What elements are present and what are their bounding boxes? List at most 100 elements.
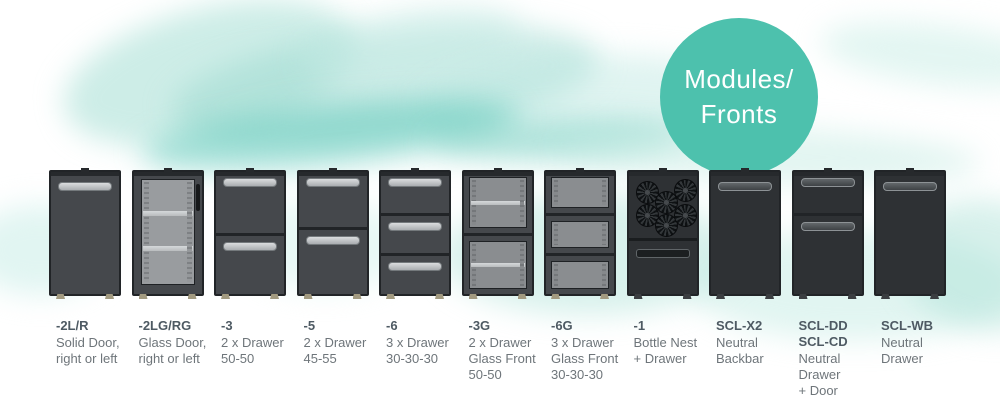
- module-code: -3G: [468, 318, 491, 333]
- glass-drawer-front: [546, 172, 614, 213]
- glass-drawer-pane: [551, 220, 609, 249]
- cabinet-foot: [600, 294, 609, 299]
- glass-drawer-front: [464, 172, 532, 233]
- module-description: 3 x Drawer Glass Front 30-30-30: [551, 335, 619, 382]
- background-wash: [817, 10, 1000, 100]
- module-code: -6G: [551, 318, 573, 333]
- module-description: Solid Door, right or left: [56, 335, 120, 366]
- glass-drawer-pane: [551, 261, 609, 289]
- shelf-line: [470, 200, 525, 205]
- nest-drawer-front: [628, 238, 697, 294]
- drawer-handle-bar: [223, 242, 277, 251]
- module-description: 2 x Drawer 50-50: [221, 335, 284, 366]
- background-wash: [429, 115, 691, 165]
- module-code: -2L/R: [56, 318, 89, 333]
- module-label: -6 3 x Drawer 30-30-30: [375, 318, 476, 367]
- module-code: -6: [386, 318, 398, 333]
- module-code: SCL-WB: [881, 318, 933, 333]
- drawer-handle-bar: [388, 262, 442, 272]
- cabinet-foot: [56, 294, 65, 299]
- glass-drawer-front: [546, 212, 614, 254]
- shelf-line: [142, 245, 193, 251]
- bottle-nest-fan-icon: [635, 204, 659, 227]
- module-code: SCL-X2: [716, 318, 763, 333]
- module-figure: [874, 168, 946, 299]
- cabinet-foot: [517, 294, 527, 299]
- drawer-handle-bar: [305, 178, 360, 187]
- badge-line-1: Modules/: [684, 64, 794, 94]
- module-label: -5 2 x Drawer 45-55: [293, 318, 394, 367]
- drawer-handle-bar: [305, 235, 360, 245]
- bottle-nest-fan-icon: [673, 204, 697, 227]
- module-description: 3 x Drawer 30-30-30: [386, 335, 449, 366]
- module-code: -5: [303, 318, 316, 333]
- cabinet-foot: [352, 294, 362, 299]
- module-figure: [709, 168, 781, 299]
- module-column: -6G 3 x Drawer Glass Front 30-30-30: [540, 168, 620, 399]
- module-column: -3 2 x Drawer 50-50: [210, 168, 290, 399]
- drawer-front: [216, 172, 284, 233]
- bottle-nest-fan-icon: [654, 191, 678, 214]
- cabinet-foot: [187, 294, 197, 299]
- drawer-front: [298, 226, 367, 294]
- drawer-front: [381, 172, 449, 213]
- shelf-line: [470, 263, 525, 268]
- module-column: -3G 2 x Drawer Glass Front 50-50: [458, 168, 538, 399]
- module-column: -5 2 x Drawer 45-55: [293, 168, 373, 399]
- glass-drawer-pane: [468, 241, 527, 289]
- module-label: -3G 2 x Drawer Glass Front 50-50: [458, 318, 559, 383]
- drawer-handle-bar: [800, 222, 855, 232]
- module-description: Neutral Backbar: [716, 335, 764, 366]
- module-column: -2L/R Solid Door, right or left: [45, 168, 125, 399]
- cabinet-foot: [105, 294, 114, 299]
- module-code: -2LG/RG: [138, 318, 192, 333]
- glass-drawer-front: [546, 253, 614, 294]
- drawer-handle-bar: [388, 221, 442, 231]
- cabinet-foot: [221, 294, 230, 299]
- bottle-nest-area: [629, 176, 697, 238]
- module-description: 2 x Drawer Glass Front 50-50: [468, 335, 536, 382]
- badge-line-2: Fronts: [700, 99, 778, 129]
- module-figure: [214, 168, 286, 299]
- door-handle-bar: [718, 182, 772, 191]
- module-figure: [379, 168, 451, 299]
- cabinet-foot: [270, 294, 279, 299]
- drawer-front: [381, 253, 449, 294]
- cabinet-foot: [881, 294, 890, 299]
- drawer-front: [299, 172, 367, 227]
- cabinet-foot: [138, 294, 148, 299]
- vertical-door-handle: [195, 184, 200, 211]
- module-label: -6G 3 x Drawer Glass Front 30-30-30: [540, 318, 641, 383]
- module-code: -1: [633, 318, 646, 333]
- cabinet-foot: [633, 294, 643, 299]
- module-column: -6 3 x Drawer 30-30-30: [375, 168, 455, 399]
- module-label: -3 2 x Drawer 50-50: [210, 318, 311, 367]
- cabinet-foot: [716, 294, 725, 299]
- background-wash: [164, 4, 606, 166]
- module-figure: [296, 168, 369, 299]
- background-wash: [295, 0, 525, 99]
- module-code: -3: [221, 318, 233, 333]
- cabinet-foot: [551, 294, 560, 299]
- door-handle-bar: [883, 182, 937, 191]
- background-wash: [48, 0, 372, 173]
- cabinet-foot: [765, 294, 774, 299]
- drawer-front: [216, 233, 284, 294]
- module-description: 2 x Drawer 45-55: [303, 335, 367, 366]
- glass-door-panel: [140, 179, 195, 285]
- module-figure: [626, 168, 699, 299]
- cabinet-foot: [435, 294, 444, 299]
- cabinet-foot: [847, 294, 857, 299]
- drawer-handle-bar: [800, 178, 855, 187]
- module-figure: [791, 168, 864, 299]
- recessed-drawer-handle: [635, 249, 690, 258]
